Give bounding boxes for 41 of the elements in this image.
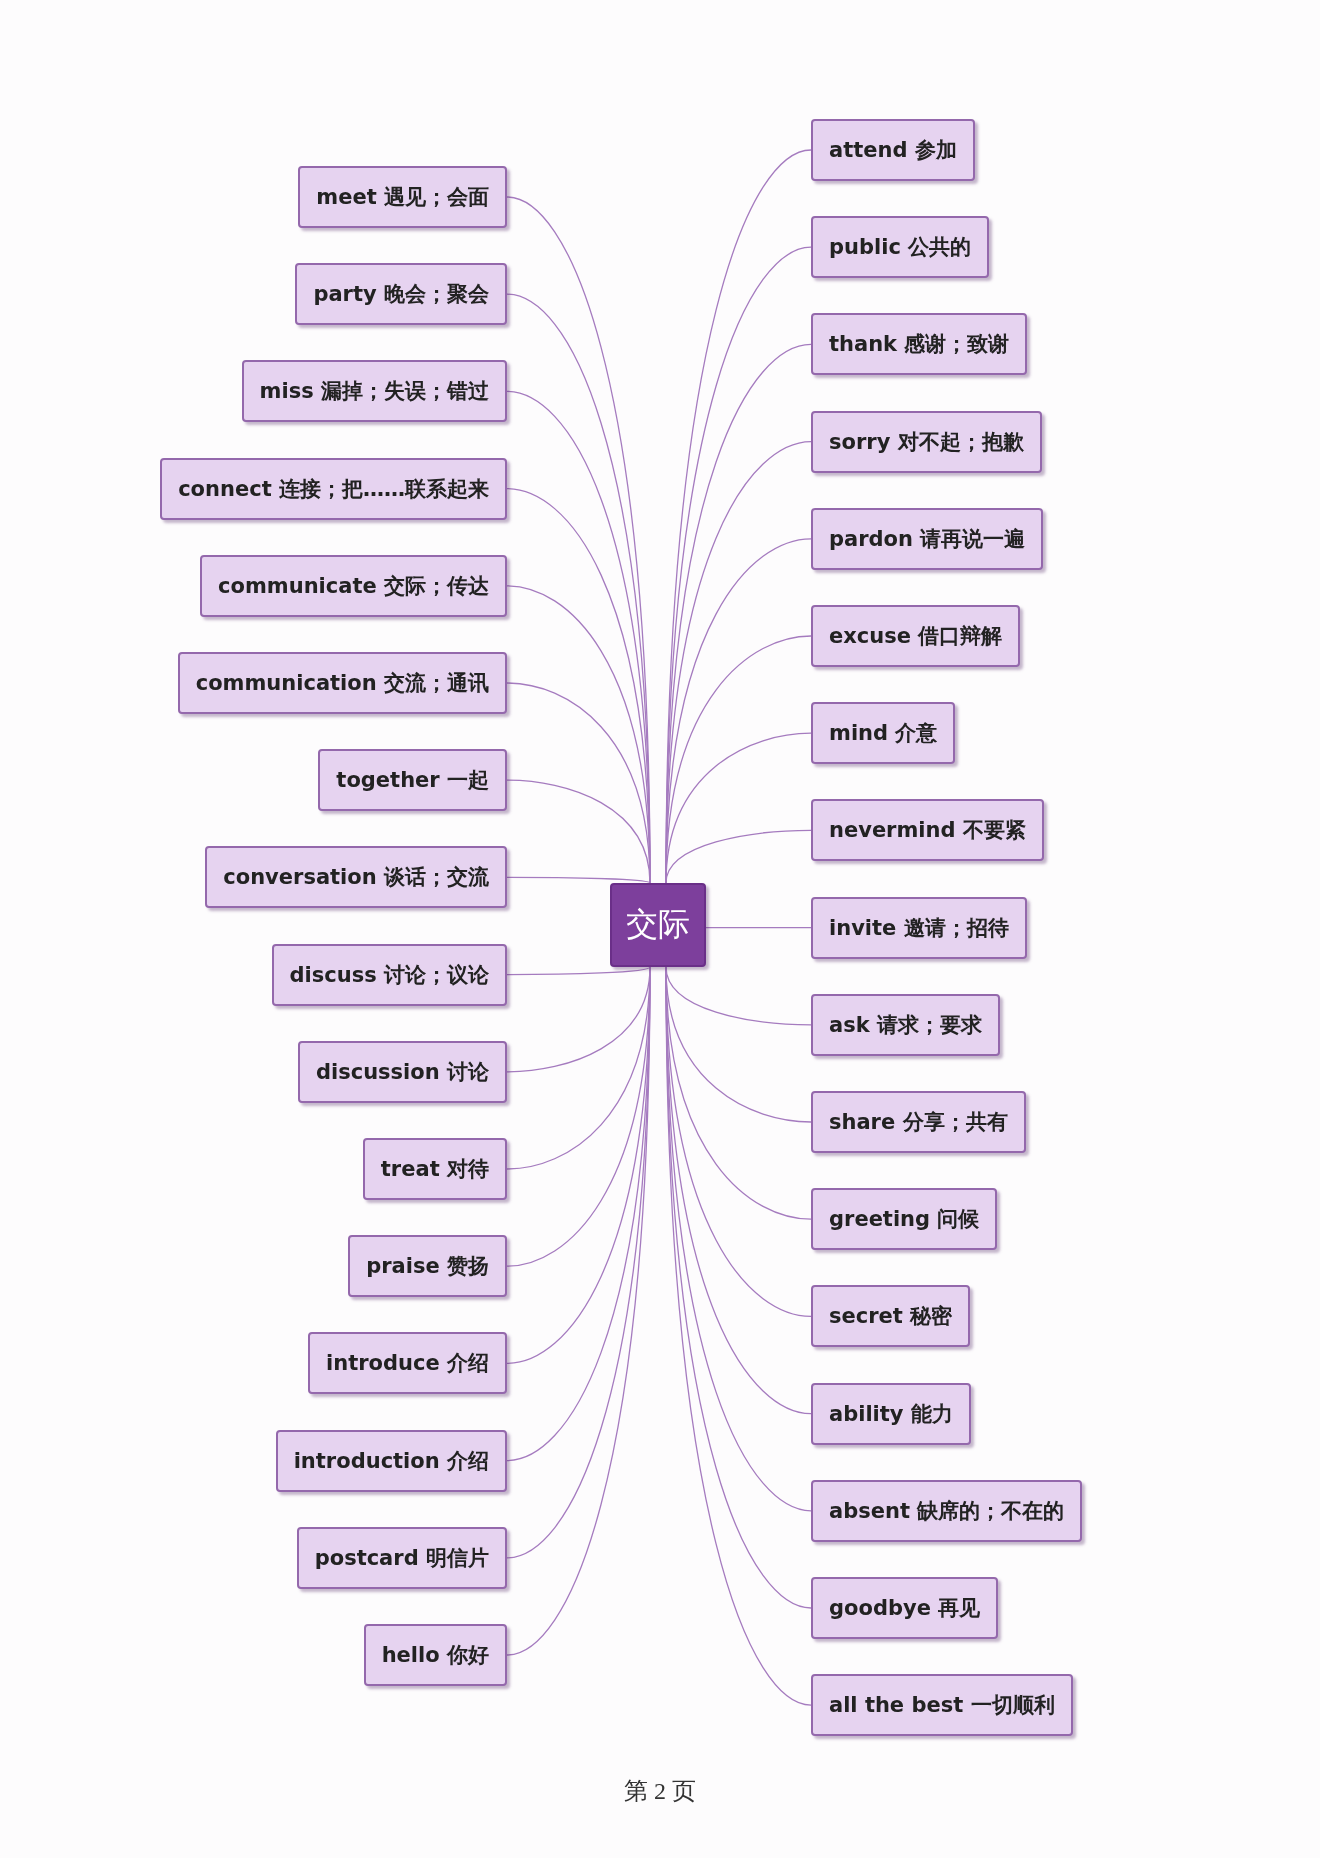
vocabulary-box: communication 交流；通讯 [177,652,507,714]
connector-line [506,876,651,884]
vocabulary-box: absent 缺席的；不在的 [811,1479,1083,1542]
vocabulary-box: treat 对待 [362,1138,507,1200]
vocabulary-box: discussion 讨论 [298,1040,507,1103]
vocabulary-box: praise 赞扬 [348,1235,507,1298]
connector-line [506,682,651,884]
vocabulary-box: ability 能力 [811,1382,971,1445]
vocabulary-box: party 晚会；聚会 [295,263,507,326]
vocabulary-box: meet 遇见；会面 [298,166,507,228]
vocabulary-box: attend 参加 [811,119,975,181]
vocabulary-box: public 公共的 [811,216,990,279]
vocabulary-box: ask 请求；要求 [811,993,1000,1056]
connector-line [705,926,812,929]
vocabulary-box: postcard 明信片 [296,1526,507,1589]
vocabulary-box: mind 介意 [811,702,956,765]
vocabulary-box: thank 感谢；致谢 [811,313,1028,376]
connector-line [506,779,651,884]
connector-line [665,732,812,884]
vocabulary-box: conversation 谈话；交流 [205,846,507,909]
vocabulary-box: invite 邀请；招待 [811,896,1027,959]
vocabulary-box: pardon 请再说一遍 [811,507,1044,570]
vocabulary-box: goodbye 再见 [811,1577,999,1639]
vocabulary-box: introduction 介绍 [275,1429,507,1492]
vocabulary-box: greeting 问候 [811,1188,998,1251]
vocabulary-box: discuss 讨论；议论 [271,943,507,1006]
vocabulary-box: hello 你好 [363,1624,507,1686]
vocabulary-box: share 分享；共有 [811,1091,1026,1153]
vocabulary-box: secret 秘密 [811,1285,971,1348]
vocabulary-box: miss 漏掉；失误；错过 [241,360,507,423]
vocabulary-box: all the best 一切顺利 [811,1674,1073,1737]
central-topic-box: 交际 [610,883,706,967]
vocabulary-box: together 一起 [318,749,507,812]
vocabulary-box: nevermind 不要紧 [811,799,1044,862]
vocabulary-box: sorry 对不起；抱歉 [811,410,1042,473]
vocabulary-box: communicate 交际；传达 [200,554,507,617]
page-number: 第 2 页 [624,1777,696,1806]
vocabulary-box: introduce 介绍 [308,1332,507,1395]
vocabulary-box: excuse 借口辩解 [811,605,1021,667]
vocabulary-box: connect 连接；把……联系起来 [160,457,507,520]
connector-line [506,966,651,976]
